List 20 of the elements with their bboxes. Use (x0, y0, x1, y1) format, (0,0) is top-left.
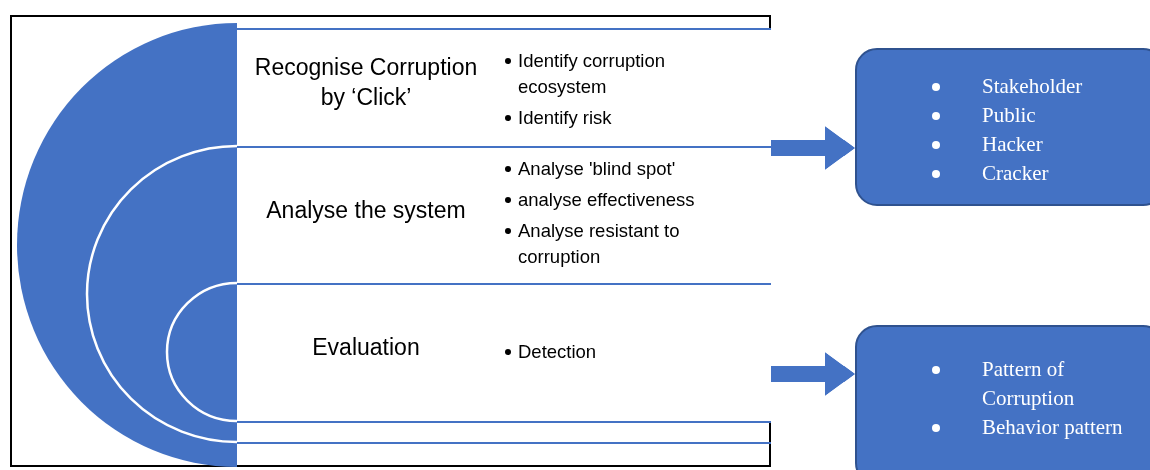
list-item: Identify risk (518, 107, 612, 128)
list-item: Public (982, 103, 1036, 127)
list-item: Identify corruption ecosystem (518, 50, 666, 97)
stage-title: Evaluation (311, 333, 421, 362)
rounded-box (855, 325, 1150, 470)
list-item: Behavior pattern (982, 415, 1123, 439)
stage-title: Recognise Corruption by ‘Click’ (253, 53, 479, 112)
list-item: Analyse 'blind spot' (518, 158, 676, 179)
rounded-box (855, 48, 1150, 206)
block-arrow (771, 352, 855, 396)
block-arrow (771, 126, 855, 170)
list-item: analyse effectiveness (518, 189, 695, 210)
list-item: Pattern of Corruption (982, 357, 1075, 410)
list-item: Stakeholder (982, 74, 1083, 98)
list-item: Detection (518, 341, 597, 362)
list-item: Cracker (982, 161, 1049, 185)
stage-title: Analyse the system (265, 195, 467, 225)
stage-band (237, 28, 771, 148)
list-item: Hacker (982, 132, 1043, 156)
list-item: Analyse resistant to corruption (518, 220, 680, 267)
